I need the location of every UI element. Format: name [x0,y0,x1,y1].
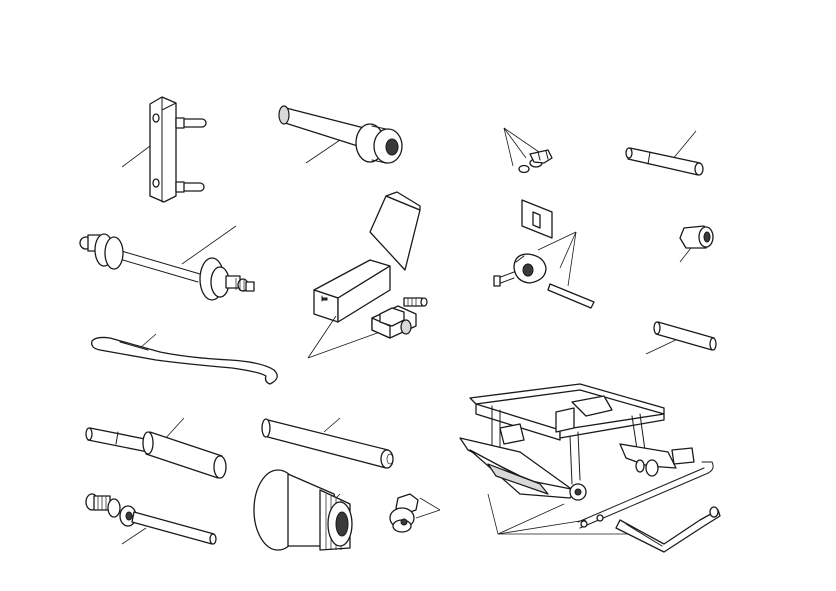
tommy-bar [577,461,721,553]
threaded-flange [253,469,353,551]
drift-sleeve [278,105,403,164]
hinged-tool-box [313,191,421,323]
guide-pin [625,130,704,176]
stepped-shaft [85,417,227,479]
snap-ring-set [503,127,553,174]
clamp-fixture [307,297,428,359]
nut-adapter [389,493,441,533]
long-puller-shaft [79,225,255,301]
collar-fixture-set [493,199,595,309]
pin-puller [85,493,217,545]
short-pin [645,321,717,355]
hook-spanner [91,333,278,385]
small-coupler [679,225,714,263]
plain-bar [261,417,394,469]
engine-support-frame [459,383,695,535]
bearing-puller-plate [121,96,207,203]
